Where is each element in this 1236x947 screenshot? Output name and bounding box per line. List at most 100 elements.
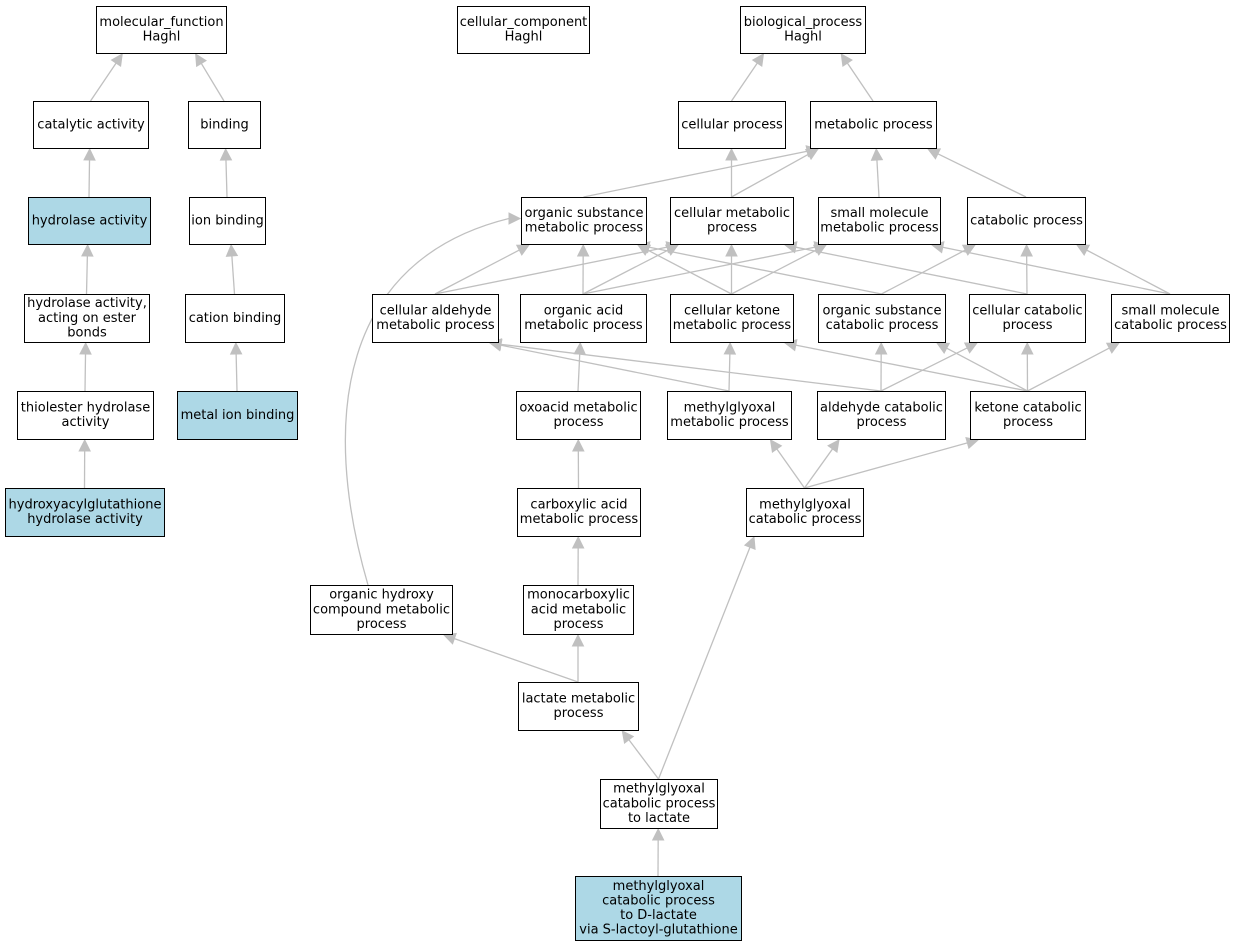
node-label-line: process [1003, 318, 1053, 333]
edge-cmp-to-cellp [725, 147, 738, 197]
node-box [518, 682, 639, 731]
node-label-line: process [857, 415, 907, 430]
node-box [969, 294, 1086, 343]
edge-mgl-to-mgc [657, 535, 756, 780]
node-label-line: Haghl [505, 30, 543, 45]
node-label-line: bonds [67, 325, 107, 340]
node-ionb[interactable]: ion binding [189, 197, 266, 245]
edge-alcp-to-ccp [880, 342, 979, 392]
node-label-line: thiolester hydrolase [21, 401, 150, 416]
node-label-line: metabolic process [376, 318, 495, 333]
node-box [17, 391, 154, 440]
node-label-line: process [707, 221, 757, 236]
node-box [177, 391, 298, 440]
node-label-line: aldehyde catabolic [820, 401, 943, 416]
edge-ckmp-to-smmp [731, 244, 827, 295]
edge-kcp-to-oscp [936, 342, 1028, 392]
node-label-line: carboxylic acid [530, 498, 627, 513]
node-box [740, 6, 866, 54]
node-label-line: organic substance [525, 206, 644, 221]
node-box [310, 585, 453, 635]
node-label-line: cellular metabolic [674, 206, 790, 221]
node-cat[interactable]: catalytic activity [33, 101, 149, 149]
node-label-line: process [554, 617, 604, 632]
edge-lac-to-ohc [442, 632, 579, 683]
edge-smcp-to-catp [1076, 244, 1171, 295]
node-label-line: cellular aldehyde [380, 304, 492, 319]
node-label-line: methylglyoxal [759, 498, 851, 513]
node-label-line: biological_process [744, 15, 863, 30]
edge-mono-to-carb [571, 535, 585, 586]
edge-smmp-to-metp [870, 147, 884, 198]
edge-metal-to-catb [229, 341, 243, 392]
node-label-line: monocarboxylic [527, 588, 630, 603]
node-metp[interactable]: metabolic process [810, 101, 937, 149]
edge-oamp-to-cmp [582, 244, 679, 295]
node-label-line: cation binding [189, 311, 282, 326]
node-box [746, 488, 864, 537]
node-catp[interactable]: catabolic process [967, 197, 1086, 245]
edge-thio-to-hydest [79, 341, 92, 392]
node-label-line: hydrolase activity [27, 512, 143, 527]
edge-kcp-to-smcp [1027, 342, 1120, 392]
node-box [670, 197, 794, 245]
node-label-line: cellular catabolic [972, 304, 1082, 319]
node-box [818, 294, 946, 343]
edge-hyd-to-cat [83, 147, 96, 198]
node-box [372, 294, 499, 343]
node-box [523, 585, 634, 635]
edge-mgc-to-alcp [803, 439, 840, 489]
edge-oamp-to-smmp [582, 241, 828, 295]
node-catb[interactable]: cation binding [185, 294, 285, 343]
node-box [520, 294, 647, 343]
edges-layer [78, 53, 1171, 877]
node-label-line: small molecule [831, 206, 929, 221]
node-label-line: to lactate [628, 811, 690, 826]
node-cellp[interactable]: cellular process [678, 101, 786, 149]
node-label-line: metabolic process [524, 318, 643, 333]
node-box [1111, 294, 1230, 343]
edge-oamp-to-osmp [576, 243, 590, 295]
node-box [33, 101, 149, 149]
node-box [457, 6, 590, 54]
edge-cat-to-mf [89, 53, 123, 102]
node-hyd[interactable]: hydrolase activity [28, 197, 151, 245]
node-label-line: binding [200, 117, 248, 132]
node-label-line: metabolic process [525, 221, 644, 236]
edge-mgd-to-mgl [651, 827, 665, 877]
node-label-line: organic acid [544, 304, 623, 319]
node-bind[interactable]: binding [188, 101, 261, 149]
node-label-line: catabolic process [603, 796, 716, 811]
node-box [575, 876, 742, 941]
node-metal[interactable]: metal ion binding [177, 391, 298, 440]
node-label-line: catalytic activity [37, 117, 145, 132]
node-label-line: cellular ketone [684, 304, 780, 319]
